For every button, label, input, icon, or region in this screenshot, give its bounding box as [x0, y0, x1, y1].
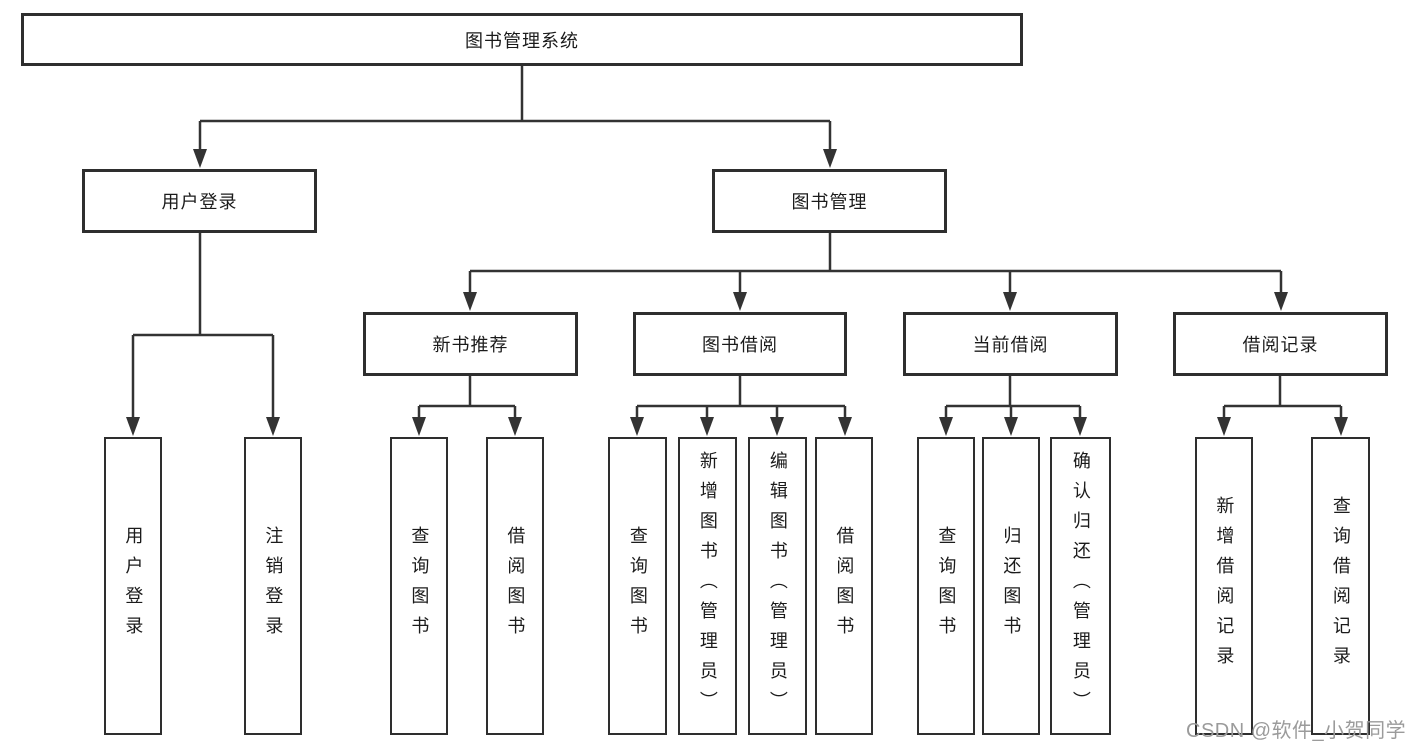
node-label: 当前借阅 [972, 335, 1049, 355]
node-label: 用户登录 [123, 526, 144, 646]
leaf-user-login: 用户登录 [104, 437, 162, 735]
node-label: 借阅图书 [505, 526, 526, 646]
node-label: 新书推荐 [432, 335, 509, 355]
node-label: 注销登录 [263, 526, 284, 646]
leaf-logout: 注销登录 [244, 437, 302, 735]
node-new-book-recommendation: 新书推荐 [363, 312, 578, 376]
node-label: 查询图书 [409, 526, 430, 646]
leaf-query-books: 查询图书 [390, 437, 448, 735]
leaf-borrow-books: 借阅图书 [486, 437, 544, 735]
leaf-confirm-return-admin: 确认归还（管理员） [1050, 437, 1111, 735]
node-book-management: 图书管理 [712, 169, 947, 233]
node-label: 确认归还（管理员） [1070, 451, 1091, 721]
node-borrowing-records: 借阅记录 [1173, 312, 1388, 376]
node-label: 查询图书 [627, 526, 648, 646]
node-label: 图书管理系统 [465, 30, 579, 51]
node-label: 归还图书 [1001, 526, 1022, 646]
leaf-query-books: 查询图书 [917, 437, 975, 735]
node-label: 图书借阅 [702, 335, 778, 355]
csdn-watermark: CSDN @软件_小贺同学 [1186, 720, 1405, 742]
node-label: 新增图书（管理员） [697, 451, 718, 721]
leaf-query-books: 查询图书 [608, 437, 667, 735]
node-user-login: 用户登录 [82, 169, 317, 233]
node-book-borrowing: 图书借阅 [633, 312, 847, 376]
node-label: 新增借阅记录 [1214, 496, 1235, 676]
node-current-borrowing: 当前借阅 [903, 312, 1118, 376]
node-label: 查询借阅记录 [1330, 496, 1351, 676]
node-library-management-system: 图书管理系统 [21, 13, 1023, 66]
leaf-query-borrow-record: 查询借阅记录 [1311, 437, 1370, 735]
node-label: 查询图书 [936, 526, 957, 646]
node-label: 借阅图书 [834, 526, 855, 646]
connector-lines [131, 65, 1343, 419]
leaf-add-books-admin: 新增图书（管理员） [678, 437, 737, 735]
node-label: 用户登录 [161, 192, 238, 212]
leaf-edit-books-admin: 编辑图书（管理员） [748, 437, 807, 735]
node-label: 图书管理 [791, 192, 868, 212]
node-label: 借阅记录 [1242, 335, 1319, 355]
arrowheads [126, 149, 1348, 436]
leaf-add-borrow-record: 新增借阅记录 [1195, 437, 1253, 735]
leaf-return-books: 归还图书 [982, 437, 1040, 735]
leaf-borrow-books: 借阅图书 [815, 437, 873, 735]
node-label: 编辑图书（管理员） [767, 451, 788, 721]
